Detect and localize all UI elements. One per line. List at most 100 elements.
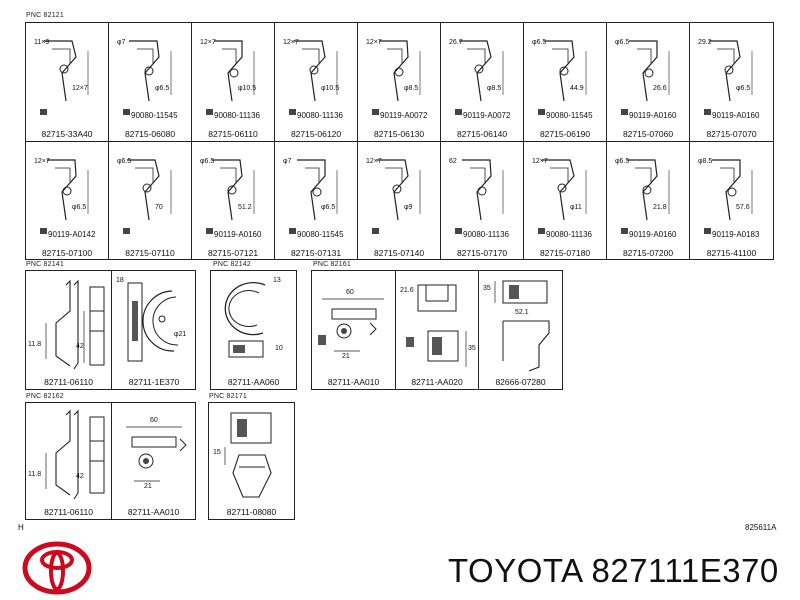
part-number: 82711-AA020 xyxy=(411,377,463,387)
bolt-part-number: 90080-11136 xyxy=(546,230,592,239)
pnc-label: PNC 82121 xyxy=(26,12,64,19)
bracket-drawing xyxy=(372,159,421,234)
dim-label: φ6.5 xyxy=(615,39,630,46)
dim-label: 11×9 xyxy=(34,39,50,46)
part-cell: 21.6 35 82711-AA020 xyxy=(396,271,479,389)
dim-label: 42 xyxy=(76,343,84,350)
dim-label: 12×7 xyxy=(366,158,382,165)
bracket-drawing xyxy=(494,280,550,372)
part-number: 82715-07200 xyxy=(622,248,674,258)
toyota-logo xyxy=(22,541,92,595)
part-cell: 11.8 42 82711-06110 xyxy=(26,271,112,389)
dim-label: φ6.5 xyxy=(532,39,547,46)
bolt-part-number: 90080-11545 xyxy=(297,230,344,239)
clip-drawing xyxy=(224,281,266,358)
dim-label: 70 xyxy=(155,204,163,211)
bracket-drawing xyxy=(289,40,338,115)
bracket-drawing xyxy=(538,40,587,115)
part-number: 82711-08080 xyxy=(226,507,277,517)
part-number: 82715-06190 xyxy=(539,129,591,139)
dim-label: φ6.5 xyxy=(155,85,170,92)
dim-label: 60 xyxy=(346,289,354,296)
bracket-drawing xyxy=(406,284,467,367)
bracket-drawing xyxy=(704,159,753,234)
dim-label: φ6.5 xyxy=(615,158,630,165)
part-number: 82715-07131 xyxy=(290,248,342,258)
bracket-drawing xyxy=(206,40,255,115)
dim-label: 18 xyxy=(116,277,124,284)
bracket-drawing xyxy=(40,40,89,115)
bracket-drawing xyxy=(372,40,421,115)
sheet-marker: H xyxy=(18,523,24,532)
pnc-label: PNC 82142 xyxy=(213,261,251,268)
panel-82162: 11.8 42 82711-06110 60 21 82711-AA010 xyxy=(25,402,196,520)
dim-label: φ7 xyxy=(117,39,126,46)
dim-label: φ8.5 xyxy=(404,85,419,92)
bolt-part-number: 90119-A0160 xyxy=(629,111,677,120)
dim-label: φ6.5 xyxy=(200,158,215,165)
dim-label: 21.8 xyxy=(653,204,667,211)
bracket-drawing xyxy=(45,409,105,500)
bolt-part-number: 90119-A0183 xyxy=(712,230,760,239)
bracket-drawing xyxy=(621,159,670,234)
part-number: 82715-06130 xyxy=(373,129,425,139)
panel-82171: 15 82711-08080 xyxy=(208,402,295,520)
bolt-part-number: 90080-11545 xyxy=(546,111,593,120)
bolt-part-number: 90119-A0160 xyxy=(712,111,760,120)
dim-label: 12×7 xyxy=(200,39,216,46)
part-number: 82711-AA060 xyxy=(227,377,280,387)
dim-label: 60 xyxy=(150,417,158,424)
pnc-label: PNC 82161 xyxy=(313,261,351,268)
bolt-part-number: 90080-11545 xyxy=(131,111,178,120)
part-cell: 15 82711-08080 xyxy=(209,403,294,519)
dim-label: φ10.5 xyxy=(238,85,257,92)
part-number: 82715-07100 xyxy=(41,248,93,258)
dim-label: 12×7 xyxy=(72,85,88,92)
bracket-drawing xyxy=(621,40,670,115)
pnc-label: PNC 82171 xyxy=(209,393,247,400)
bolt-part-number: 90119-A0072 xyxy=(463,111,511,120)
dim-label: φ6.5 xyxy=(736,85,751,92)
bracket-drawing xyxy=(206,159,255,234)
part-cell: 60 21 82711-AA010 xyxy=(112,403,195,519)
dim-label: 57.6 xyxy=(736,204,750,211)
bolt-part-number: 90119-A0072 xyxy=(380,111,428,120)
part-number: 82715-07110 xyxy=(125,248,175,258)
dim-label: 42 xyxy=(76,473,84,480)
part-cell: 11.8 42 82711-06110 xyxy=(26,403,112,519)
dim-label: φ6.5 xyxy=(72,204,87,211)
dim-label: φ21 xyxy=(174,331,187,338)
part-number: 82715-07140 xyxy=(373,248,425,258)
panel-82161: 60 21 82711-AA010 21.6 35 82711-AA020 35… xyxy=(311,270,563,390)
panel-82142: 13 10 82711-AA060 xyxy=(210,270,297,390)
bracket-drawing xyxy=(704,40,753,115)
row-divider xyxy=(26,141,773,142)
bracket-drawing xyxy=(538,159,587,234)
part-cell: 13 10 82711-AA060 xyxy=(211,271,296,389)
dim-label: 29.2 xyxy=(698,39,712,46)
dim-label: φ6.5 xyxy=(321,204,336,211)
clamp-drawing xyxy=(318,298,384,352)
part-number: 82715-07180 xyxy=(539,248,591,258)
part-number: 82711-06110 xyxy=(44,377,93,387)
part-number: 82715-41100 xyxy=(706,248,757,258)
dim-label: 26.6 xyxy=(653,85,667,92)
bracket-drawing xyxy=(123,40,172,115)
brand-part-number: TOYOTA 827111E370 xyxy=(448,552,779,589)
